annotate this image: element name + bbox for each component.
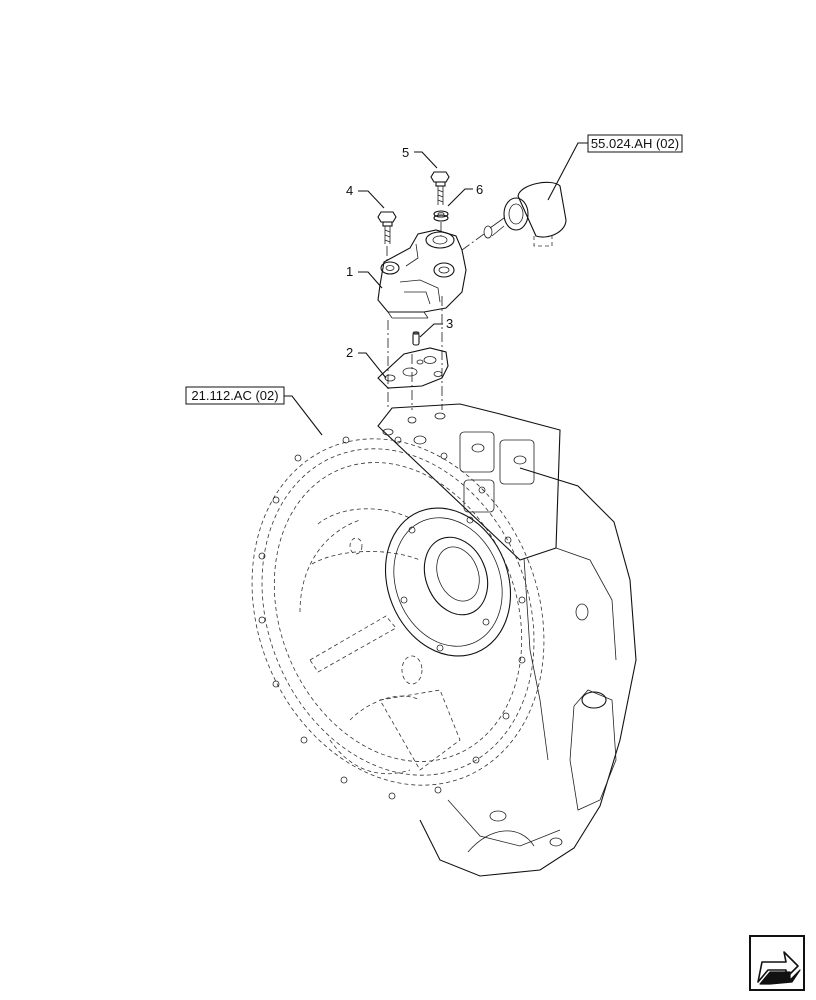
next-page-button[interactable]	[749, 935, 805, 991]
reference-21-112-ac[interactable]: 21.112.AC (02)	[185, 386, 323, 436]
callout-6-label: 6	[476, 182, 483, 197]
reference-21-112-ac-label: 21.112.AC (02)	[191, 388, 278, 403]
solenoid-sensor	[461, 181, 567, 251]
reference-55-024-ah[interactable]: 55.024.AH (02)	[547, 134, 683, 201]
bolt-5	[430, 171, 450, 205]
callout-3-label: 3	[446, 316, 453, 331]
callout-2-label: 2	[346, 345, 353, 360]
callout-3[interactable]: 3	[419, 316, 453, 338]
callout-4[interactable]: 4	[346, 183, 385, 209]
callout-2[interactable]: 2	[346, 345, 387, 379]
callout-6[interactable]: 6	[447, 182, 483, 207]
callout-1-label: 1	[346, 264, 353, 279]
transmission-housing	[251, 403, 637, 877]
gasket-plate-2	[377, 347, 449, 389]
callout-5-label: 5	[402, 145, 409, 160]
bolt-4	[377, 211, 397, 244]
valve-housing-1	[377, 229, 467, 319]
callout-4-label: 4	[346, 183, 353, 198]
washer-6	[433, 210, 449, 222]
dowel-pin-3	[412, 331, 420, 346]
callout-5[interactable]: 5	[402, 145, 438, 169]
arrow-right-icon	[757, 951, 801, 985]
callout-1[interactable]: 1	[346, 264, 383, 289]
reference-55-024-ah-label: 55.024.AH (02)	[591, 136, 679, 151]
